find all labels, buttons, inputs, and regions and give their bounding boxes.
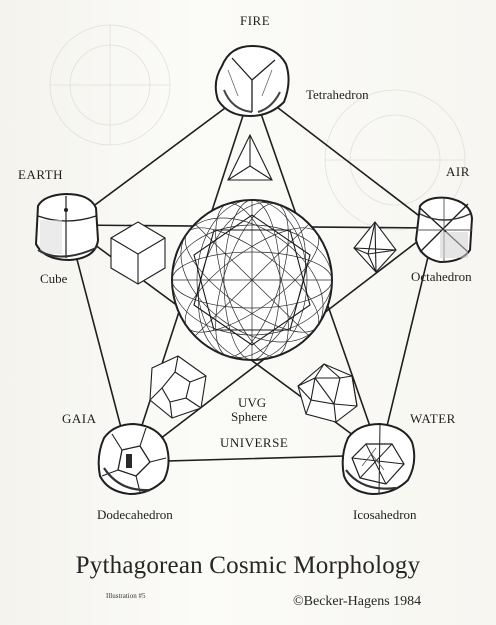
uvg-label: UVG [238, 395, 267, 410]
fire-label: FIRE [240, 13, 271, 28]
background-faint-sketches [49, 24, 466, 231]
earth-label: EARTH [18, 167, 64, 182]
uvg-sphere [171, 199, 333, 361]
sphere-label: Sphere [231, 409, 268, 424]
page-title: Pythagorean Cosmic Morphology [75, 552, 421, 579]
dodecahedron-line-drawing [149, 355, 207, 419]
gaia-label: GAIA [62, 411, 97, 426]
universe-label: UNIVERSE [220, 435, 289, 450]
icosahedron-line-drawing [297, 363, 358, 423]
fire-tetrahedron-stone [214, 44, 290, 118]
air-label: AIR [446, 164, 470, 179]
cube-line-drawing [110, 221, 166, 285]
air-octahedron-stone [414, 196, 474, 264]
tetrahedron-line-drawing [227, 133, 273, 181]
cube-label: Cube [40, 271, 68, 286]
icosahedron-label: Icosahedron [353, 507, 417, 522]
octahedron-line-drawing [353, 221, 397, 273]
water-label: WATER [410, 411, 456, 426]
outer-pentagon [67, 86, 436, 463]
gaia-dodecahedron-stone [97, 422, 170, 496]
earth-cube-stone [34, 192, 100, 262]
octahedron-label: Octahedron [411, 269, 472, 284]
tetrahedron-label: Tetrahedron [306, 87, 369, 102]
illustration-number: Illustration #5 [106, 592, 146, 600]
copyright-credit: ©Becker-Hagens 1984 [293, 594, 422, 609]
water-icosahedron-stone [341, 422, 416, 496]
dodecahedron-label: Dodecahedron [97, 507, 173, 522]
